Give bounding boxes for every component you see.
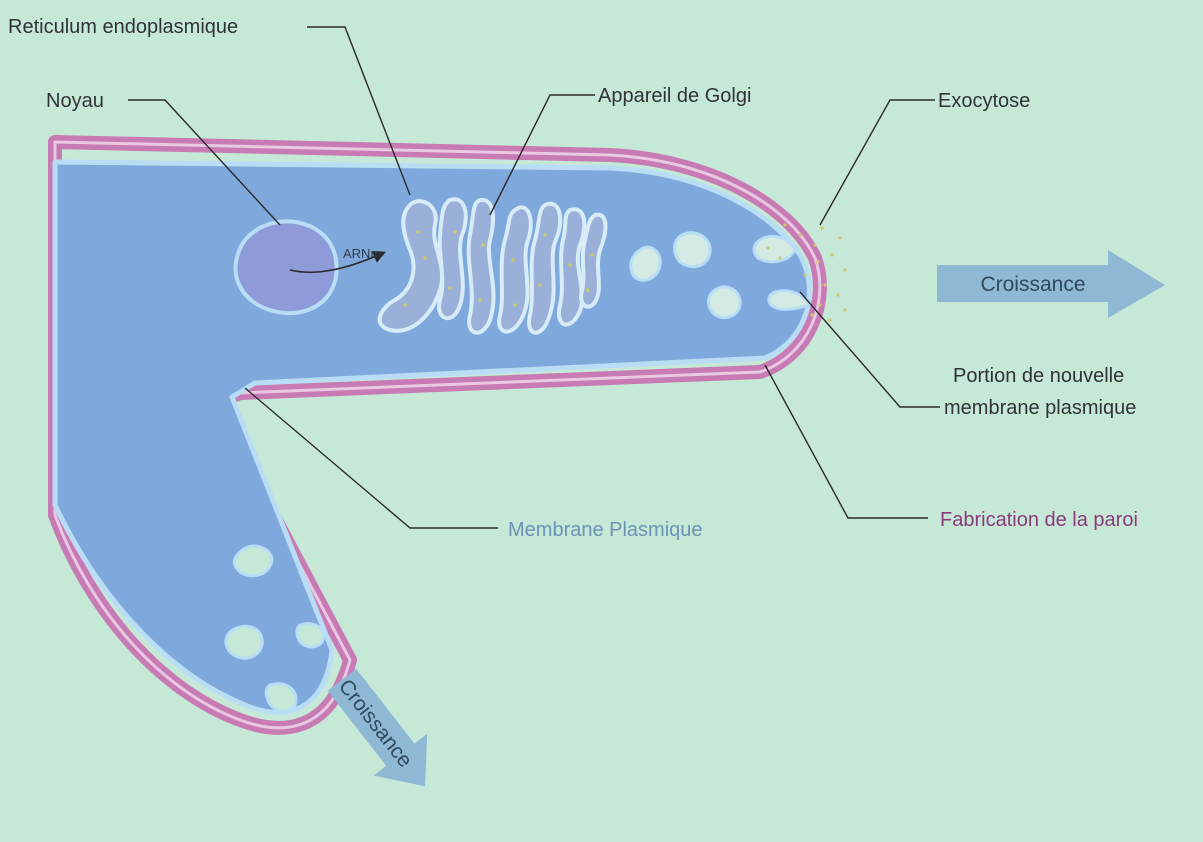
growth-label-right: Croissance <box>980 273 1085 296</box>
growth-label-bottom: Croissance <box>334 675 417 772</box>
reticulum-label: Reticulum endoplasmique <box>8 16 238 38</box>
mrna-label: ARNm <box>343 246 381 261</box>
membrane-label: Membrane Plasmique <box>508 519 703 541</box>
exocytosis-label: Exocytose <box>938 90 1030 112</box>
nucleus-label: Noyau <box>46 90 104 112</box>
new-membrane-label-line2: membrane plasmique <box>944 397 1136 419</box>
wall-fabrication-label: Fabrication de la paroi <box>940 509 1138 531</box>
growth-arrow-right: Croissance <box>937 250 1165 318</box>
nucleus <box>235 221 336 313</box>
golgi-label: Appareil de Golgi <box>598 85 751 107</box>
new-membrane-label-line1: Portion de nouvelle <box>953 365 1124 387</box>
